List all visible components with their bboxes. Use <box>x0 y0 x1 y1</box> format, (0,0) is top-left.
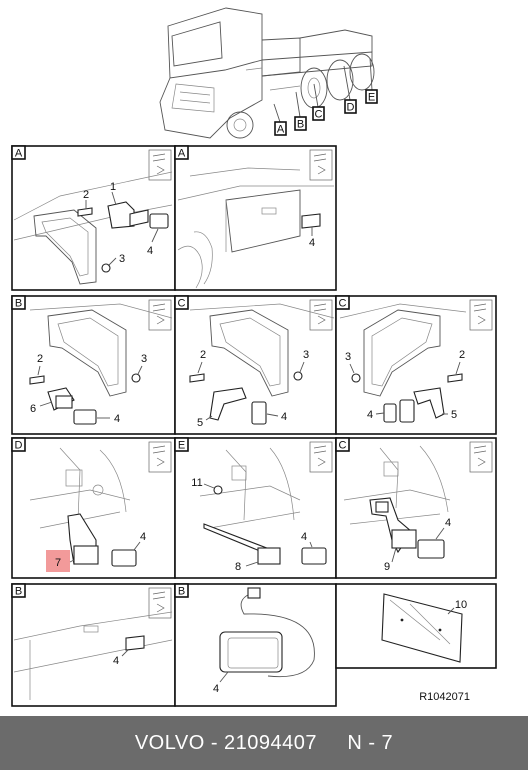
part-number-8: 8 <box>235 561 241 573</box>
part-number-7: 7 <box>55 557 61 569</box>
drawing-reference: R1042071 <box>419 691 470 703</box>
part-number-2: 2 <box>200 349 206 361</box>
truck-callout-c: C <box>312 106 325 121</box>
truck-callout-b-label: B <box>297 119 304 131</box>
panel-7-letter: E <box>178 440 185 452</box>
part-number-4: 4 <box>114 413 120 425</box>
truck-callout-a-label: A <box>277 124 285 136</box>
panel-2-letter: A <box>178 148 186 160</box>
panel-1: A 1 2 3 4 <box>11 145 176 291</box>
panel-9-letter: B <box>15 586 22 598</box>
panel-8: C 4 9 <box>335 437 497 579</box>
panel-2: A 4 <box>174 145 337 291</box>
panel-10-letter: B <box>178 586 185 598</box>
panel-6-letter: D <box>15 440 23 452</box>
orientation-icon <box>148 441 172 473</box>
part-number-6: 6 <box>30 403 36 415</box>
part-number-5: 5 <box>197 417 203 429</box>
orientation-icon <box>469 441 493 473</box>
exploded-parts-diagram: A B C D E A 1 2 <box>11 7 497 707</box>
part-footer-bar: VOLVO - 21094407 N - 7 <box>0 716 528 770</box>
part-number-3: 3 <box>303 349 309 361</box>
truck-callout-a: A <box>274 121 287 136</box>
panel-1-letter: A <box>15 148 23 160</box>
truck-callout-e: E <box>365 89 378 104</box>
footer-gap <box>317 732 347 755</box>
panel-11: 10 <box>335 583 497 669</box>
highlighted-part-marker <box>46 550 70 572</box>
panel-5: C 3 2 4 5 <box>335 295 497 435</box>
truck-callout-lines <box>273 57 373 123</box>
panel-7: E 11 4 8 <box>174 437 337 579</box>
panel-4: C 2 3 5 4 <box>174 295 337 435</box>
orientation-icon <box>309 299 333 331</box>
footer-part-number: 21094407 <box>224 731 318 754</box>
truck-callout-d-label: D <box>347 102 355 114</box>
truck-callout-e-label: E <box>368 92 375 104</box>
orientation-icon <box>148 149 172 181</box>
part-number-9: 9 <box>384 561 390 573</box>
panel-10: B 4 <box>174 583 337 707</box>
part-number-4: 4 <box>367 409 373 421</box>
part-number-4: 4 <box>445 517 451 529</box>
part-number-4: 4 <box>113 655 119 667</box>
part-number-4: 4 <box>281 411 287 423</box>
orientation-icon <box>309 149 333 181</box>
panel-9: B 4 <box>11 583 176 707</box>
part-number-3: 3 <box>119 253 125 265</box>
truck-illustration <box>159 7 375 139</box>
footer-position: N - 7 <box>347 731 394 754</box>
truck-callout-d: D <box>344 99 357 114</box>
part-number-2: 2 <box>37 353 43 365</box>
orientation-icon <box>309 441 333 473</box>
part-number-10: 10 <box>455 599 467 611</box>
part-number-4: 4 <box>213 683 219 695</box>
panel-5-letter: C <box>339 298 347 310</box>
panel-3-letter: B <box>15 298 22 310</box>
orientation-icon <box>469 299 493 331</box>
part-number-2: 2 <box>83 189 89 201</box>
part-number-4: 4 <box>301 531 307 543</box>
panel-8-letter: C <box>339 440 347 452</box>
part-number-5: 5 <box>451 409 457 421</box>
part-number-4: 4 <box>140 531 146 543</box>
part-number-2: 2 <box>459 349 465 361</box>
truck-callout-c-label: C <box>315 109 323 121</box>
panel-3: B 2 3 6 4 <box>11 295 176 435</box>
footer-separator: - <box>210 731 218 754</box>
part-number-3: 3 <box>141 353 147 365</box>
part-number-11: 11 <box>191 477 202 489</box>
orientation-icon <box>148 587 172 619</box>
part-number-1: 1 <box>110 181 116 193</box>
part-number-4: 4 <box>309 237 315 249</box>
part-number-3: 3 <box>345 351 351 363</box>
part-number-4: 4 <box>147 245 153 257</box>
truck-callout-b: B <box>294 116 307 131</box>
panel-4-letter: C <box>178 298 186 310</box>
footer-brand: VOLVO <box>134 731 205 754</box>
panel-6: D 4 7 <box>11 437 176 579</box>
